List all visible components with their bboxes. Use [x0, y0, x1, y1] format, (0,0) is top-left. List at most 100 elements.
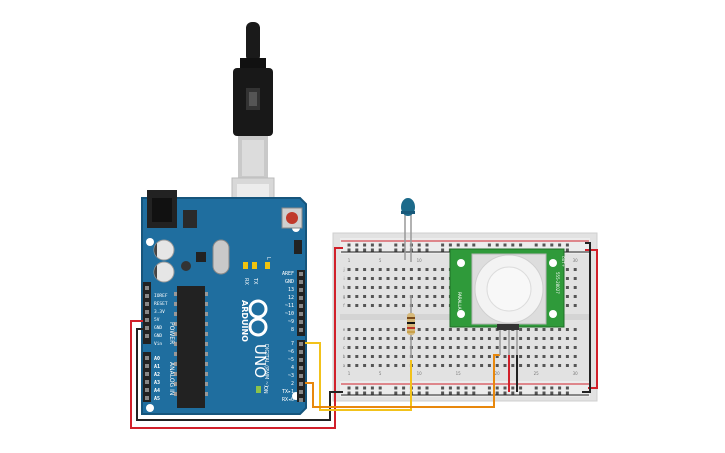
header-pin[interactable] — [299, 390, 303, 394]
breadboard-hole[interactable] — [417, 268, 421, 271]
breadboard-hole[interactable] — [386, 268, 390, 271]
wire-yellow-pin7[interactable] — [305, 342, 412, 411]
rail-hole[interactable] — [550, 243, 554, 247]
header-pin[interactable] — [145, 286, 149, 290]
breadboard-hole[interactable] — [448, 364, 452, 367]
breadboard-hole[interactable] — [503, 346, 507, 349]
breadboard-hole[interactable] — [550, 328, 554, 331]
rail-hole[interactable] — [370, 386, 374, 390]
breadboard-hole[interactable] — [441, 337, 445, 340]
rail-hole[interactable] — [363, 243, 367, 247]
pir-sensor[interactable]: 555-28027 PARALLAX OUT + — [449, 248, 565, 355]
breadboard-hole[interactable] — [565, 295, 569, 298]
breadboard-hole[interactable] — [480, 355, 484, 358]
rail-hole[interactable] — [511, 386, 515, 390]
breadboard-hole[interactable] — [441, 364, 445, 367]
breadboard-hole[interactable] — [363, 268, 367, 271]
breadboard-hole[interactable] — [573, 364, 577, 367]
breadboard-hole[interactable] — [347, 346, 351, 349]
breadboard-hole[interactable] — [441, 346, 445, 349]
breadboard-hole[interactable] — [487, 355, 491, 358]
breadboard-hole[interactable] — [573, 295, 577, 298]
header-pin[interactable] — [299, 272, 303, 276]
rail-hole[interactable] — [394, 386, 398, 390]
header-pin[interactable] — [299, 288, 303, 292]
breadboard-hole[interactable] — [480, 328, 484, 331]
rail-hole[interactable] — [472, 391, 476, 395]
breadboard-hole[interactable] — [347, 268, 351, 271]
rail-hole[interactable] — [456, 391, 460, 395]
rail-hole[interactable] — [550, 386, 554, 390]
rail-hole[interactable] — [355, 386, 359, 390]
breadboard-hole[interactable] — [464, 328, 468, 331]
breadboard-hole[interactable] — [480, 346, 484, 349]
breadboard-hole[interactable] — [402, 328, 406, 331]
rail-hole[interactable] — [495, 243, 499, 247]
breadboard-hole[interactable] — [386, 286, 390, 289]
breadboard-hole[interactable] — [394, 328, 398, 331]
breadboard-hole[interactable] — [409, 277, 413, 280]
rail-hole[interactable] — [448, 386, 452, 390]
breadboard-hole[interactable] — [526, 337, 530, 340]
header-pin[interactable] — [145, 388, 149, 392]
header-pin[interactable] — [299, 320, 303, 324]
rail-hole[interactable] — [347, 248, 351, 252]
breadboard-hole[interactable] — [519, 355, 523, 358]
breadboard-hole[interactable] — [363, 364, 367, 367]
rail-hole[interactable] — [519, 243, 523, 247]
breadboard-hole[interactable] — [378, 337, 382, 340]
rail-hole[interactable] — [425, 248, 429, 252]
breadboard-hole[interactable] — [347, 295, 351, 298]
breadboard-hole[interactable] — [347, 364, 351, 367]
breadboard-hole[interactable] — [370, 337, 374, 340]
rail-hole[interactable] — [550, 391, 554, 395]
header-pin[interactable] — [145, 318, 149, 322]
header-pin[interactable] — [299, 280, 303, 284]
breadboard-hole[interactable] — [363, 355, 367, 358]
rail-hole[interactable] — [487, 386, 491, 390]
blue-led[interactable] — [401, 198, 415, 262]
rail-hole[interactable] — [503, 391, 507, 395]
rail-hole[interactable] — [472, 243, 476, 247]
rail-hole[interactable] — [534, 243, 538, 247]
breadboard-hole[interactable] — [378, 268, 382, 271]
rail-hole[interactable] — [347, 386, 351, 390]
breadboard-hole[interactable] — [363, 346, 367, 349]
rail-hole[interactable] — [402, 391, 406, 395]
rail-hole[interactable] — [441, 243, 445, 247]
breadboard-hole[interactable] — [394, 286, 398, 289]
breadboard-hole[interactable] — [355, 268, 359, 271]
rail-hole[interactable] — [363, 391, 367, 395]
breadboard-hole[interactable] — [573, 277, 577, 280]
breadboard-hole[interactable] — [425, 337, 429, 340]
breadboard-hole[interactable] — [487, 364, 491, 367]
rail-hole[interactable] — [402, 248, 406, 252]
breadboard-hole[interactable] — [480, 337, 484, 340]
wire-red-5v[interactable] — [130, 247, 343, 429]
breadboard-hole[interactable] — [402, 304, 406, 307]
breadboard-hole[interactable] — [409, 286, 413, 289]
header-pin[interactable] — [145, 380, 149, 384]
breadboard-hole[interactable] — [456, 337, 460, 340]
breadboard-hole[interactable] — [433, 364, 437, 367]
rail-hole[interactable] — [425, 386, 429, 390]
breadboard-hole[interactable] — [495, 355, 499, 358]
rail-hole[interactable] — [558, 243, 562, 247]
breadboard-hole[interactable] — [425, 295, 429, 298]
rail-hole[interactable] — [347, 243, 351, 247]
breadboard-hole[interactable] — [425, 304, 429, 307]
breadboard-hole[interactable] — [448, 355, 452, 358]
rail-hole[interactable] — [363, 248, 367, 252]
header-pin[interactable] — [299, 304, 303, 308]
breadboard-hole[interactable] — [386, 337, 390, 340]
breadboard-hole[interactable] — [402, 286, 406, 289]
breadboard-hole[interactable] — [573, 304, 577, 307]
breadboard-hole[interactable] — [495, 364, 499, 367]
breadboard-hole[interactable] — [355, 355, 359, 358]
breadboard-hole[interactable] — [495, 337, 499, 340]
rail-hole[interactable] — [417, 391, 421, 395]
breadboard-hole[interactable] — [386, 364, 390, 367]
breadboard-hole[interactable] — [363, 286, 367, 289]
breadboard-hole[interactable] — [495, 346, 499, 349]
header-pin[interactable] — [299, 328, 303, 332]
